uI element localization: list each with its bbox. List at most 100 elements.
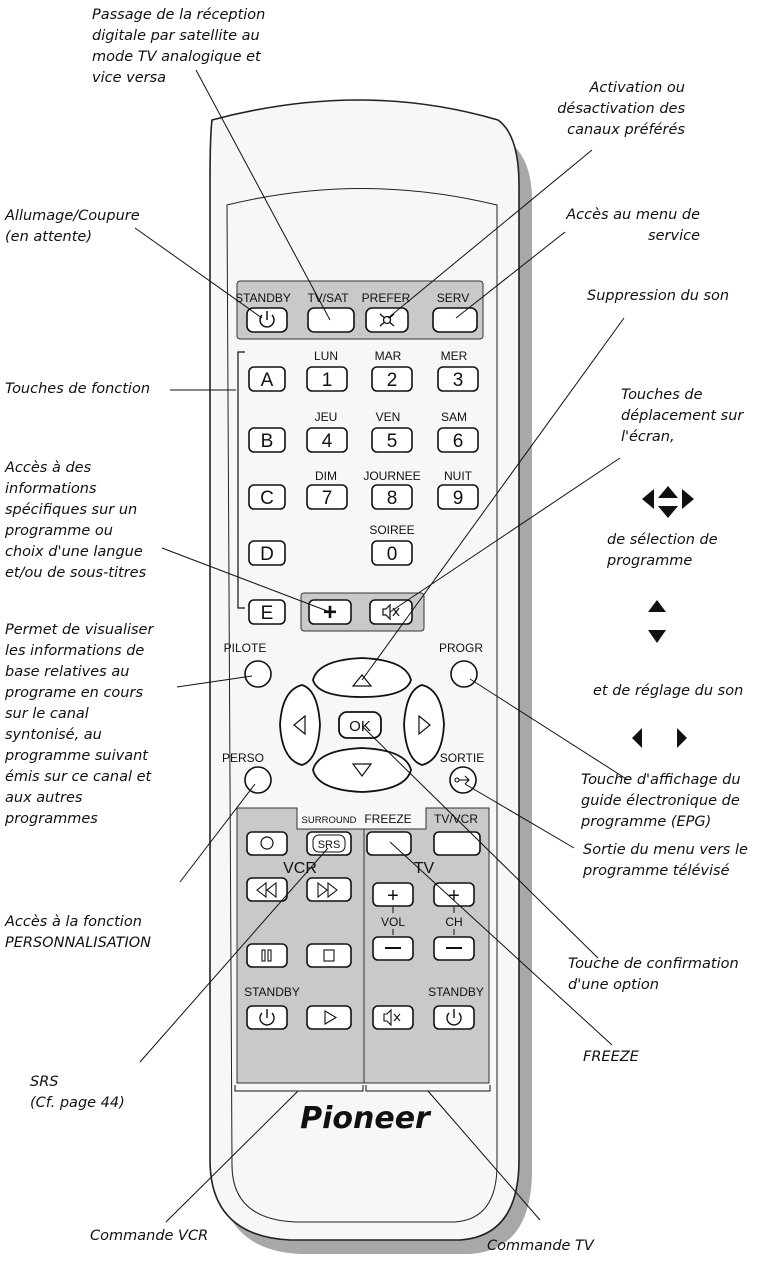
channel-up-button[interactable]: + — [433, 882, 475, 907]
leader-prefer — [387, 149, 593, 319]
annotation-pilote: Permet de visualiser les informations de… — [5, 622, 154, 827]
vol-label: VOL — [381, 915, 405, 929]
journee-label: JOURNEE — [363, 469, 420, 483]
prefer-label: PREFER — [362, 291, 411, 305]
digit-4-button[interactable]: 4 — [306, 427, 348, 453]
volume-down-button[interactable] — [372, 936, 414, 961]
leader-vcr-cmd — [165, 1090, 299, 1223]
svg-text:1: 1 — [322, 370, 333, 391]
four-way-arrows-icon — [642, 486, 694, 518]
sortie-button[interactable] — [449, 766, 477, 794]
stop-button[interactable] — [306, 943, 352, 968]
annotation-mute: Suppression du son — [587, 288, 730, 304]
annotation-sortie: Sortie du menu vers le programme télévis… — [583, 842, 748, 879]
function-keys-bracket — [237, 351, 245, 609]
mute-icon — [383, 1008, 401, 1027]
digit-0-button[interactable]: 0 — [371, 540, 413, 566]
digit-3-button[interactable]: 3 — [437, 366, 479, 392]
svg-text:+: + — [448, 885, 460, 907]
svg-text:8: 8 — [387, 488, 398, 509]
digit-9-button[interactable]: 9 — [437, 484, 479, 510]
ven-label: VEN — [376, 410, 401, 424]
leader-ok — [361, 725, 599, 959]
soiree-label: SOIREE — [369, 523, 414, 537]
vcr-bracket — [234, 1085, 364, 1092]
prefer-button[interactable] — [365, 307, 409, 333]
power-icon — [446, 1009, 462, 1026]
digit-6-button[interactable]: 6 — [437, 427, 479, 453]
annotation-tvsat: Passage de la réception digitale par sat… — [92, 7, 266, 86]
power-icon — [259, 1009, 275, 1026]
tv-standby-label: STANDBY — [428, 985, 484, 999]
nav-left-button[interactable] — [279, 684, 321, 766]
function-key-c[interactable]: C — [248, 484, 286, 510]
function-key-b[interactable]: B — [248, 427, 286, 453]
digit-1-button[interactable]: 1 — [306, 366, 348, 392]
tv-standby-button[interactable] — [433, 1005, 475, 1030]
jeu-label: JEU — [315, 410, 338, 424]
annotation-srs: SRS (Cf. page 44) — [30, 1074, 125, 1111]
play-button[interactable] — [306, 1005, 352, 1030]
svg-text:0: 0 — [387, 544, 398, 565]
nav-down-button[interactable] — [312, 747, 412, 793]
mar-label: MAR — [375, 349, 402, 363]
pause-button[interactable] — [246, 943, 288, 968]
rewind-button[interactable] — [246, 877, 288, 902]
mute-button[interactable] — [369, 599, 413, 625]
leader-serv — [455, 231, 566, 319]
srs-button[interactable]: SRS — [306, 831, 352, 856]
top-button-panel — [236, 280, 484, 340]
standby-label: STANDBY — [235, 291, 291, 305]
volume-up-button[interactable]: + — [372, 882, 414, 907]
triangle-up-icon — [351, 674, 373, 687]
perso-button[interactable] — [244, 766, 272, 794]
triangle-left-icon — [293, 714, 306, 736]
ch-label: CH — [445, 915, 462, 929]
serv-label: SERV — [437, 291, 469, 305]
digit-7-button[interactable]: 7 — [306, 484, 348, 510]
ok-button[interactable]: OK — [338, 711, 382, 739]
function-key-a[interactable]: A — [248, 366, 286, 392]
tvvcr-button[interactable] — [433, 831, 481, 856]
function-key-e[interactable]: E — [248, 599, 286, 625]
play-icon — [324, 1010, 338, 1025]
fast-forward-button[interactable] — [306, 877, 352, 902]
freeze-button[interactable] — [366, 831, 412, 856]
annotation-info: Accès à des informations spécifiques sur… — [5, 460, 147, 581]
svg-text:SRS: SRS — [318, 839, 341, 851]
digit-5-button[interactable]: 5 — [371, 427, 413, 453]
power-icon — [259, 311, 275, 328]
leader-mute-nav — [361, 317, 625, 681]
perso-label: PERSO — [222, 751, 264, 765]
tvsat-button[interactable] — [307, 307, 355, 333]
exit-arrow-icon — [454, 775, 470, 785]
pilote-button[interactable] — [244, 660, 272, 688]
rewind-icon — [256, 881, 277, 899]
nav-right-button[interactable] — [403, 684, 445, 766]
digit-2-button[interactable]: 2 — [371, 366, 413, 392]
annotation-tv-cmd: Commande TV — [487, 1238, 594, 1254]
nav-up-button[interactable] — [312, 657, 412, 698]
progr-button[interactable] — [450, 660, 478, 688]
function-key-d[interactable]: D — [248, 540, 286, 566]
leader-epg — [469, 678, 629, 781]
svg-text:A: A — [261, 370, 274, 391]
annotation-prefer: Activation ou désactivation des canaux p… — [557, 80, 685, 138]
channel-down-button[interactable] — [433, 936, 475, 961]
serv-button[interactable] — [432, 307, 478, 333]
tv-mute-button[interactable] — [372, 1005, 414, 1030]
info-plus-button[interactable]: + — [308, 599, 352, 626]
pilote-label: PILOTE — [224, 641, 267, 655]
triangle-down-icon — [351, 763, 373, 777]
program-down-arrow-icon — [648, 630, 666, 643]
svg-text:OK: OK — [349, 718, 371, 735]
annotation-perso: Accès à la fonction PERSONNALISATION — [5, 914, 152, 951]
digit-8-button[interactable]: 8 — [371, 484, 413, 510]
leader-srs — [139, 847, 329, 1063]
vcr-standby-button[interactable] — [246, 1005, 288, 1030]
favorite-x-icon — [379, 313, 395, 327]
progr-label: PROGR — [439, 641, 483, 655]
vcr-record-button[interactable] — [246, 831, 288, 856]
svg-text:2: 2 — [387, 370, 398, 391]
